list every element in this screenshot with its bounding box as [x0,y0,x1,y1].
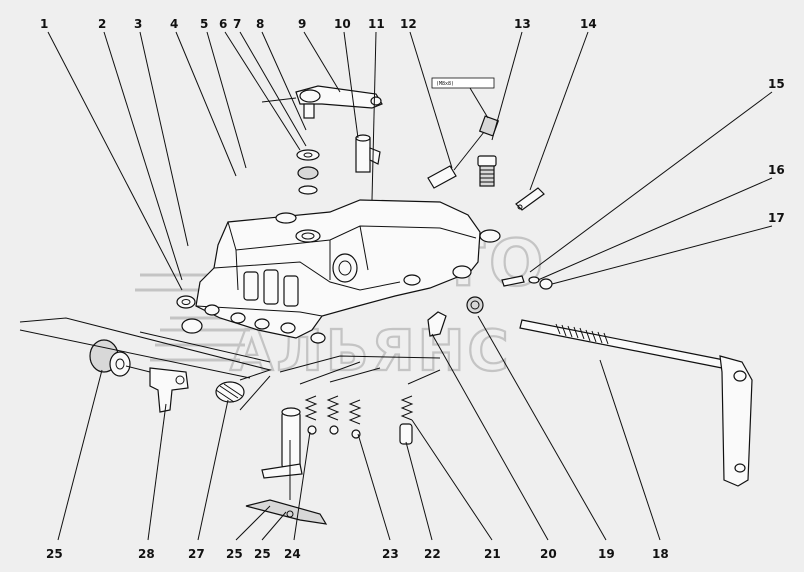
callout-16: 16 [768,163,785,177]
callout-25-c: 25 [226,547,243,561]
springs-group [304,395,414,445]
callout-5: 5 [200,17,208,31]
callout-22: 22 [424,547,441,561]
callout-6: 6 [219,17,227,31]
part-12-sensor: (M8x8) [427,77,500,189]
callout-28: 28 [138,547,155,561]
callout-20: 20 [540,547,557,561]
part-27-spring [215,381,245,403]
lower-plunger [245,407,328,525]
part-18-rod-assembly [519,319,753,487]
leader-lines [47,31,773,541]
part-14-pin [515,187,545,211]
callout-12: 12 [400,17,417,31]
callout-2: 2 [98,17,106,31]
callout-25-b: 25 [254,547,271,561]
part-10-post [355,134,381,173]
part-9-lever [261,85,383,119]
callout-4: 4 [170,17,178,31]
callout-17: 17 [768,211,785,225]
part-25-cap [89,339,151,377]
tag-box [431,77,495,89]
callout-27: 27 [188,547,205,561]
callout-13: 13 [514,17,531,31]
callout-numbers: 1 2 3 4 5 6 7 8 9 10 11 12 13 14 15 16 1… [40,17,785,561]
callout-14: 14 [580,17,597,31]
part-28-bracket [149,367,189,413]
tag-label: (M8x8) [436,81,454,87]
callout-15: 15 [768,77,785,91]
callout-23: 23 [382,547,399,561]
callout-9: 9 [298,17,306,31]
callout-8: 8 [256,17,264,31]
callout-11: 11 [368,17,385,31]
callout-25-a: 25 [46,547,63,561]
part-13-bolt [477,155,497,187]
callout-3: 3 [134,17,142,31]
callout-24: 24 [284,547,301,561]
valve-body [176,199,501,344]
callout-18: 18 [652,547,669,561]
callout-1: 1 [40,17,48,31]
callout-19: 19 [598,547,615,561]
washer-stack [296,149,320,195]
watermark-logo [135,273,250,362]
small-seals [501,275,553,290]
callout-10: 10 [334,17,351,31]
guide-lines-lower [239,355,441,411]
guide-lines-left [19,317,272,381]
callout-7: 7 [233,17,241,31]
callout-21: 21 [484,547,501,561]
